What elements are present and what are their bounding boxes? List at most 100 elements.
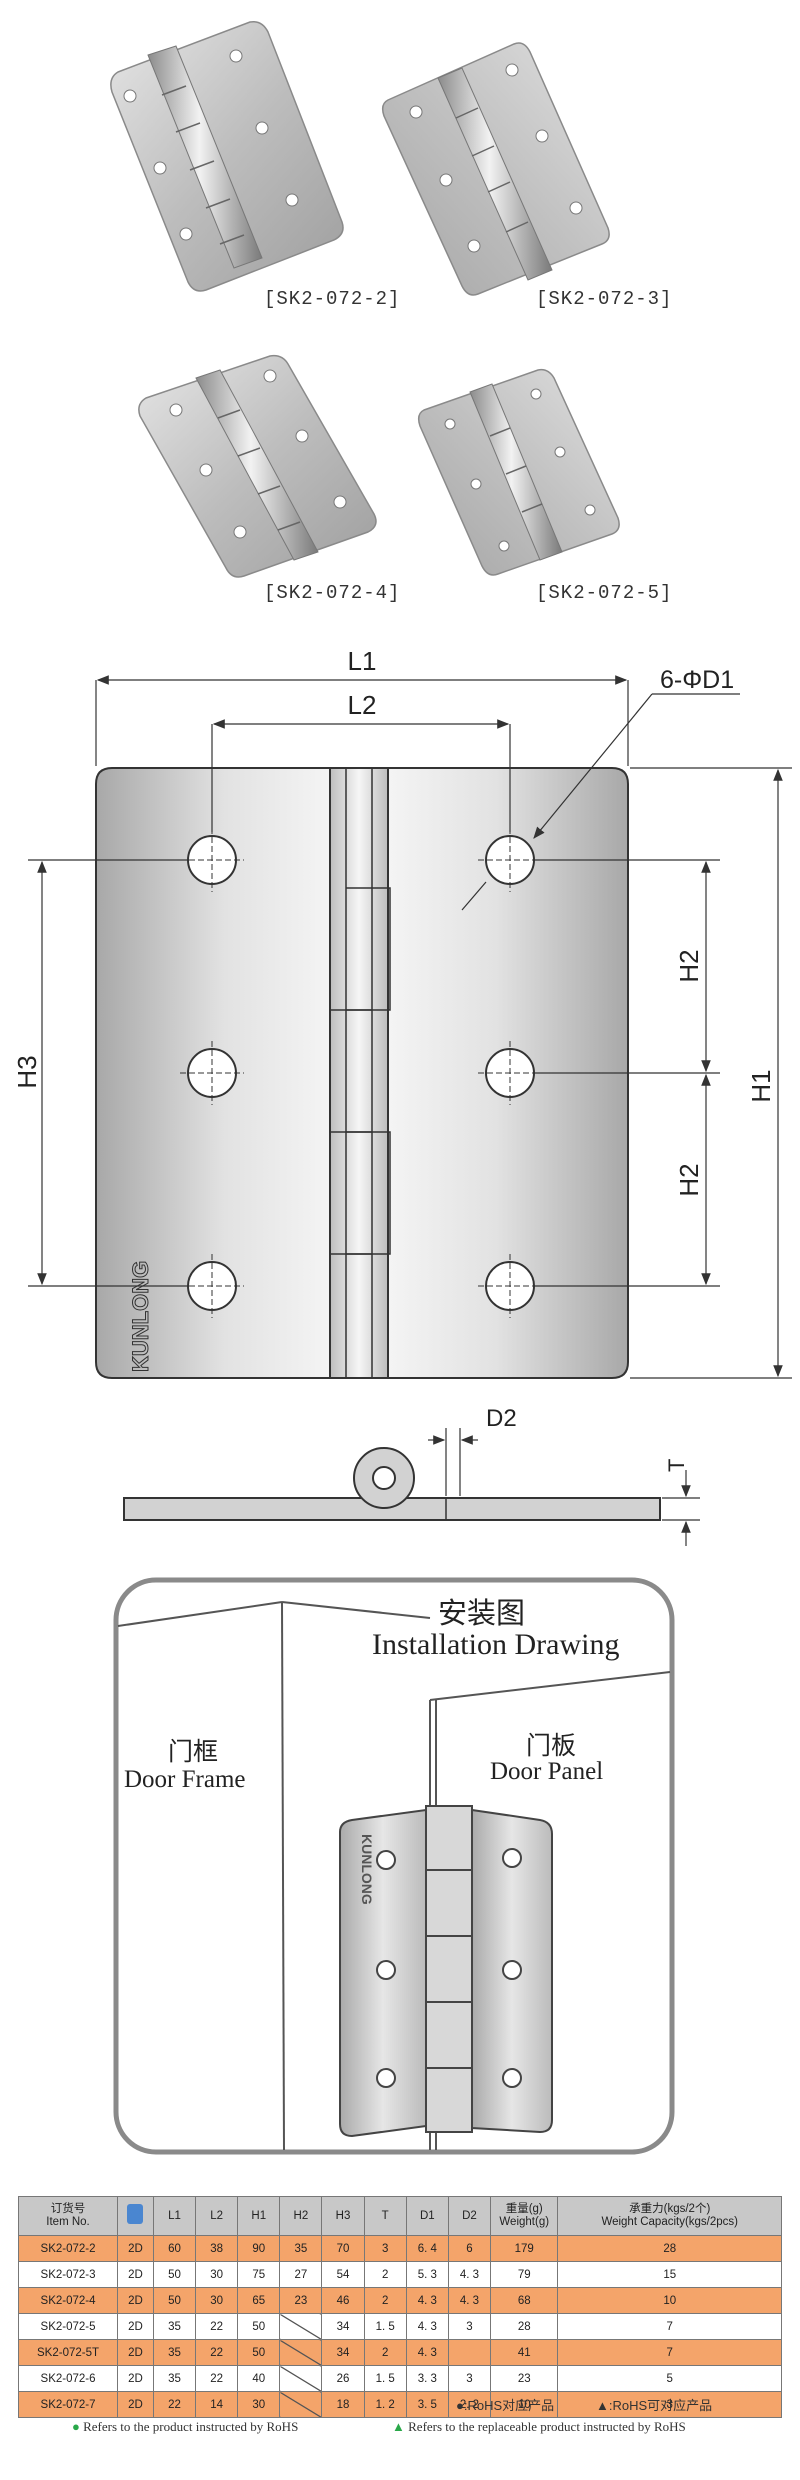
cell-item: SK2-072-6 xyxy=(17,2365,119,2392)
th-d2: D2 xyxy=(447,2196,492,2236)
cell-l1: 35 xyxy=(152,2339,197,2366)
dim-d1: 6-ΦD1 xyxy=(660,666,734,694)
cell-cap: 5 xyxy=(557,2365,782,2392)
cell-h1: 50 xyxy=(237,2313,281,2340)
note-replace-cn: ▲:RoHS可对应产品 xyxy=(596,2398,713,2413)
cell-h2 xyxy=(279,2365,323,2392)
cell-h3: 70 xyxy=(321,2235,365,2262)
th-finish xyxy=(117,2196,154,2236)
cell-d2: 6 xyxy=(447,2235,492,2262)
cell-l2: 22 xyxy=(195,2365,239,2392)
photo-sk2-072-2 xyxy=(110,20,344,292)
dim-h2-top: H2 xyxy=(674,949,704,982)
cell-weight: 179 xyxy=(490,2235,559,2262)
dim-l1: L1 xyxy=(348,646,377,676)
cell-item: SK2-072-2 xyxy=(17,2235,119,2262)
cell-d2: 4. 3 xyxy=(447,2261,492,2288)
mounted-brand: KUNLONG xyxy=(359,1834,375,1905)
cell-h3: 34 xyxy=(321,2339,365,2366)
cell-cap: 10 xyxy=(557,2287,782,2314)
cell-weight: 68 xyxy=(490,2287,559,2314)
cell-d2 xyxy=(447,2339,492,2366)
note-rohs-en: ● Refers to the product instructed by Ro… xyxy=(72,2419,299,2434)
dim-h3: H3 xyxy=(12,1055,42,1088)
cell-d1: 6. 4 xyxy=(405,2235,449,2262)
cell-item: SK2-072-5 xyxy=(17,2313,119,2340)
cell-weight: 23 xyxy=(490,2365,559,2392)
cell-h2: 27 xyxy=(279,2261,323,2288)
cell-h3: 54 xyxy=(321,2261,365,2288)
cell-d1: 5. 3 xyxy=(405,2261,449,2288)
dim-h2-bottom: H2 xyxy=(674,1163,704,1196)
dim-h1: H1 xyxy=(746,1069,776,1102)
cell-t: 3 xyxy=(363,2235,407,2262)
door-panel-en: Door Panel xyxy=(490,1758,604,1785)
cell-weight: 41 xyxy=(490,2339,559,2366)
cell-l2: 30 xyxy=(195,2261,239,2288)
cell-h1: 50 xyxy=(237,2339,281,2366)
door-frame-en: Door Frame xyxy=(124,1766,246,1793)
th-h1: H1 xyxy=(237,2196,281,2236)
finish-icon xyxy=(127,2204,144,2224)
th-l2: L2 xyxy=(195,2196,239,2236)
th-t: T xyxy=(363,2196,407,2236)
mount-title-en: Installation Drawing xyxy=(372,1628,620,1661)
cell-d1: 3. 5 xyxy=(405,2391,449,2418)
photo-sk2-072-5 xyxy=(417,368,620,576)
cell-fin: 2D xyxy=(117,2339,154,2366)
cell-t: 1. 5 xyxy=(363,2313,407,2340)
installation-drawing: KUNLONG xyxy=(113,1577,675,2155)
dim-t: T xyxy=(664,1459,689,1472)
cell-h1: 75 xyxy=(237,2261,281,2288)
cell-t: 1. 2 xyxy=(363,2391,407,2418)
cell-d1: 4. 3 xyxy=(405,2313,449,2340)
cell-h2: 35 xyxy=(279,2235,323,2262)
th-h2: H2 xyxy=(279,2196,323,2236)
cell-d1: 3. 3 xyxy=(405,2365,449,2392)
cell-h3: 26 xyxy=(321,2365,365,2392)
drawing-brand: KUNLONG xyxy=(128,1261,153,1372)
cell-l1: 60 xyxy=(152,2235,197,2262)
photo-label-4: [SK2-072-5] xyxy=(536,582,673,604)
cell-item: SK2-072-7 xyxy=(17,2391,119,2418)
cell-fin: 2D xyxy=(117,2235,154,2262)
cell-fin: 2D xyxy=(117,2365,154,2392)
cell-l1: 50 xyxy=(152,2287,197,2314)
cell-cap: 15 xyxy=(557,2261,782,2288)
th-d1: D1 xyxy=(405,2196,449,2236)
cell-l1: 35 xyxy=(152,2313,197,2340)
cell-l1: 35 xyxy=(152,2365,197,2392)
cell-cap: 3 xyxy=(557,2391,782,2418)
technical-drawing: KUNLONG L1 L2 6-ΦD1 H1 H2 H2 xyxy=(12,646,792,1546)
cell-cap: 7 xyxy=(557,2313,782,2340)
mounted-hinge: KUNLONG xyxy=(339,1805,553,2138)
cell-fin: 2D xyxy=(117,2391,154,2418)
cell-l1: 22 xyxy=(152,2391,197,2418)
dim-l2: L2 xyxy=(348,690,377,720)
cell-h3: 46 xyxy=(321,2287,365,2314)
cell-weight: 28 xyxy=(490,2313,559,2340)
cell-fin: 2D xyxy=(117,2287,154,2314)
dim-d2: D2 xyxy=(486,1405,517,1432)
cell-d1: 4. 3 xyxy=(405,2287,449,2314)
cell-h3: 18 xyxy=(321,2391,365,2418)
cell-l2: 30 xyxy=(195,2287,239,2314)
th-l1: L1 xyxy=(152,2196,197,2236)
cell-t: 2 xyxy=(363,2287,407,2314)
cell-t: 1. 5 xyxy=(363,2365,407,2392)
cell-cap: 28 xyxy=(557,2235,782,2262)
note-replace-en: ▲ Refers to the replaceable product inst… xyxy=(392,2419,686,2434)
cell-cap: 7 xyxy=(557,2339,782,2366)
rohs-dot-icon: ● xyxy=(72,2419,80,2434)
cell-d2: 2. 2 xyxy=(447,2391,492,2418)
cell-item: SK2-072-4 xyxy=(17,2287,119,2314)
cell-d2: 3 xyxy=(447,2365,492,2392)
rohs-triangle-icon: ▲ xyxy=(392,2419,405,2434)
